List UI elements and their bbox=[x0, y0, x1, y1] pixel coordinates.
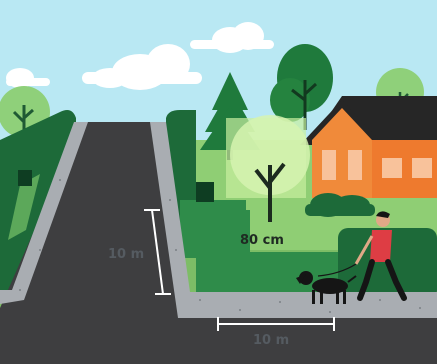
shadow-gap bbox=[196, 182, 214, 202]
road-width-label: 10 m bbox=[108, 247, 144, 262]
hedge-height-label: 80 cm bbox=[240, 233, 284, 248]
shadow-gap bbox=[18, 170, 32, 186]
sidewalk-length-label: 10 m bbox=[253, 333, 289, 348]
